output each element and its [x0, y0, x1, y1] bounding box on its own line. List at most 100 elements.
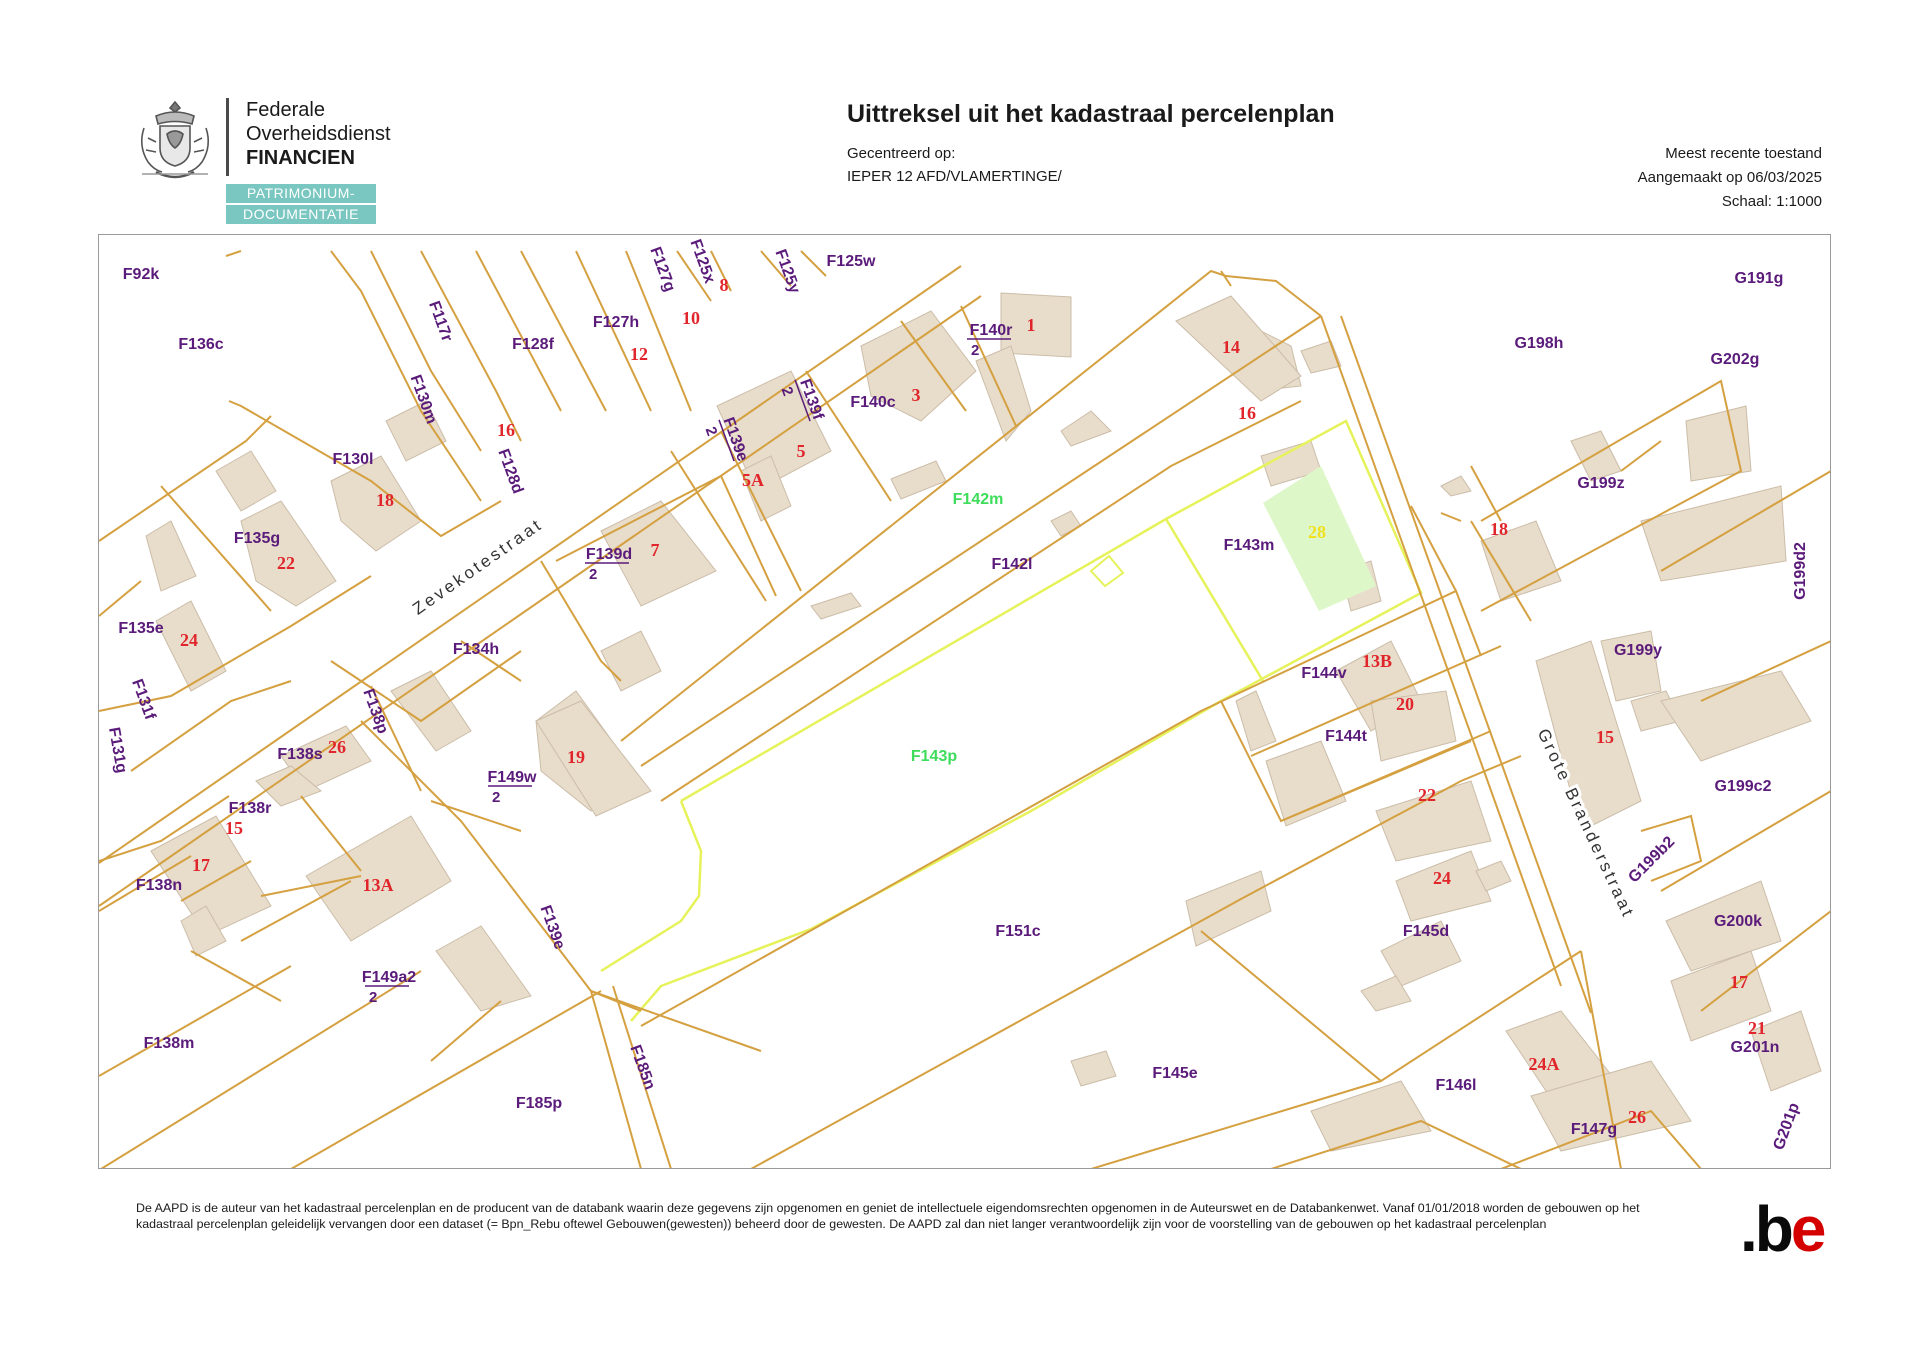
- parcel-label: F149w: [488, 769, 537, 786]
- parcel-label: G198h: [1515, 335, 1564, 352]
- parcel-label: F138m: [144, 1035, 195, 1052]
- buildings-layer: [145, 292, 1822, 1152]
- building: [330, 455, 422, 552]
- created-date: Aangemaakt op 06/03/2025: [1637, 169, 1822, 186]
- parcel-boundary: [225, 250, 242, 257]
- department-line-1: PATRIMONIUM-: [246, 185, 356, 201]
- parcel-label: F135g: [234, 530, 280, 547]
- parcel-boundary: [99, 415, 272, 542]
- fraction-denominator: 2: [971, 342, 979, 359]
- building: [1480, 520, 1562, 602]
- parcel-boundary: [1220, 270, 1232, 287]
- house-number: 8: [720, 275, 729, 295]
- parcel-label: F125x: [686, 237, 718, 286]
- parcel-boundary: [1620, 440, 1662, 472]
- building: [1310, 1080, 1432, 1152]
- department-badge-separator: [226, 203, 376, 205]
- house-number: 7: [651, 540, 660, 560]
- parcel-boundary: [1480, 379, 1743, 612]
- house-number: 19: [567, 747, 585, 767]
- parcel-label: F145d: [1403, 923, 1449, 940]
- parcel-label: F136c: [178, 336, 223, 353]
- building: [1185, 870, 1272, 947]
- house-number: 18: [376, 490, 394, 510]
- house-number: 21: [1748, 1018, 1766, 1038]
- parcel-label: G199y: [1614, 642, 1662, 659]
- parcel-boundary: [670, 450, 767, 602]
- parcel-boundary: [99, 580, 142, 617]
- parcel-label: F146l: [1436, 1077, 1477, 1094]
- house-number: 22: [277, 553, 295, 573]
- parcel-boundary: [710, 250, 732, 292]
- house-number: 26: [328, 737, 346, 757]
- parcel-label: F149a2: [362, 969, 416, 986]
- house-number: 28: [1308, 522, 1326, 542]
- parcel-label: F147g: [1571, 1121, 1617, 1138]
- building: [1665, 880, 1782, 972]
- building: [1750, 1010, 1822, 1092]
- parcel-boundary: [590, 990, 642, 1168]
- building: [1235, 690, 1277, 752]
- parcel-boundary: [290, 990, 602, 1168]
- parcel-label: G199b2: [1625, 833, 1678, 886]
- parcel-boundary: [130, 680, 292, 772]
- house-number: 1: [1027, 315, 1036, 335]
- building: [1570, 430, 1622, 482]
- be-brand-logo[interactable]: .be: [1740, 1192, 1826, 1266]
- building: [1370, 690, 1457, 762]
- building: [1375, 780, 1492, 862]
- building: [1600, 630, 1662, 702]
- parcel-boundary: [540, 560, 622, 682]
- building: [385, 400, 447, 462]
- fraction-denominator: 2: [702, 425, 721, 439]
- parcel-label: F127h: [593, 314, 639, 331]
- building: [215, 450, 277, 512]
- parcel-label: F140r: [970, 322, 1013, 339]
- parcel-boundary: [99, 295, 982, 907]
- parcel-lines-layer: [99, 250, 1830, 1168]
- document-title: Uittreksel uit het kadastraal percelenpl…: [847, 100, 1335, 128]
- building: [1535, 640, 1642, 832]
- parcel-boundary: [1500, 1109, 1702, 1168]
- ministry-name-line-3: FINANCIEN: [246, 147, 355, 169]
- parcel-boundary: [190, 950, 282, 1002]
- selected-parcel-edge: [600, 800, 703, 973]
- parcel-label: F92k: [123, 266, 160, 283]
- state-text: Meest recente toestand: [1665, 145, 1822, 162]
- house-number: 10: [682, 308, 700, 328]
- parcel-boundary: [1340, 315, 1592, 1014]
- parcel-boundary: [960, 305, 1017, 427]
- house-number: 24A: [1529, 1054, 1560, 1074]
- parcel-label: F145e: [1152, 1065, 1197, 1082]
- parcel-label: F142l: [992, 556, 1033, 573]
- be-logo-dot: .: [1740, 1193, 1758, 1265]
- parcel-boundary: [240, 880, 352, 942]
- building: [600, 500, 717, 607]
- parcel-boundary: [99, 265, 962, 864]
- building: [1530, 1060, 1692, 1152]
- parcel-boundary: [180, 860, 252, 902]
- building: [1685, 405, 1752, 482]
- building: [535, 700, 652, 817]
- parcel-boundary: [1440, 512, 1462, 522]
- parcel-label: F143p: [911, 748, 957, 765]
- building: [1070, 1050, 1117, 1087]
- parcel-label: F142m: [953, 491, 1004, 508]
- parcel-label: F125w: [827, 253, 876, 270]
- parcel-boundary: [475, 250, 562, 412]
- centered-on-label: Gecentreerd op:: [847, 145, 956, 162]
- building: [810, 592, 862, 620]
- parcel-label: F125y: [771, 247, 803, 296]
- selected-parcel-marker: [1089, 554, 1125, 588]
- parcel-boundary: [1660, 470, 1830, 572]
- building: [390, 670, 472, 752]
- parcel-boundary: [99, 795, 230, 862]
- building: [740, 455, 792, 522]
- map-scale: Schaal: 1:1000: [1721, 193, 1822, 210]
- house-number: 13A: [363, 875, 394, 895]
- parcel-boundary: [1700, 640, 1830, 702]
- building: [180, 905, 227, 957]
- parcel-label: F138r: [229, 800, 272, 817]
